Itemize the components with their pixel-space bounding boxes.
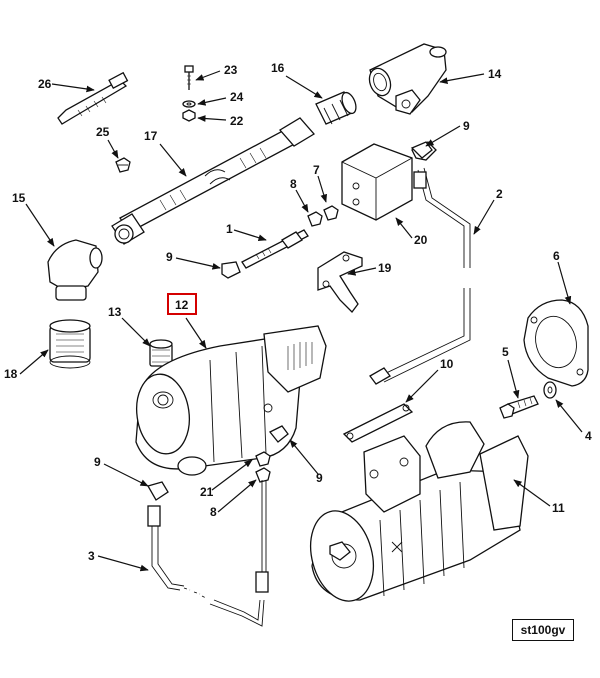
part-8-fitting-b xyxy=(255,467,271,483)
callout-labels: 26 23 16 14 24 22 25 17 9 7 8 15 2 20 1 … xyxy=(4,61,592,563)
callout-18: 18 xyxy=(4,367,18,381)
part-11-starter-motor xyxy=(310,421,529,602)
part-26-hose-fitting xyxy=(57,71,129,125)
callout-6: 6 xyxy=(553,249,560,263)
part-3-line xyxy=(147,480,269,627)
part-17-hose xyxy=(111,117,316,245)
callout-11: 11 xyxy=(552,501,565,515)
part-12-housing xyxy=(135,325,327,476)
highlight-box xyxy=(167,293,197,315)
callout-3: 3 xyxy=(88,549,95,563)
callout-14: 14 xyxy=(488,67,502,81)
part-18-coupling xyxy=(49,319,91,369)
callout-1: 1 xyxy=(226,222,233,236)
leader-lines xyxy=(19,70,583,572)
part-10-strap xyxy=(342,403,414,443)
part-21-fitting xyxy=(255,451,271,467)
callout-20: 20 xyxy=(414,233,428,247)
callout-16: 16 xyxy=(271,61,285,75)
callout-9-left: 9 xyxy=(94,455,101,469)
part-22-nut xyxy=(182,109,196,122)
part-8-fitting xyxy=(307,211,323,227)
callout-15: 15 xyxy=(12,191,26,205)
part-1-tube xyxy=(241,229,309,269)
callout-5: 5 xyxy=(502,345,509,359)
part-4-washer xyxy=(543,381,557,399)
part-14-elbow xyxy=(368,43,447,115)
part-7-fitting xyxy=(323,205,339,221)
part-23-bolt xyxy=(184,65,194,90)
callout-24: 24 xyxy=(230,90,244,104)
part-20-block xyxy=(341,143,413,221)
callout-9-top-right: 9 xyxy=(463,119,470,133)
callout-12: 12 xyxy=(175,298,189,312)
part-6-gasket xyxy=(523,299,589,387)
callout-9-center: 9 xyxy=(166,250,173,264)
callout-25: 25 xyxy=(96,125,110,139)
part-13-plug xyxy=(149,339,173,367)
part-16-fitting xyxy=(315,91,357,125)
callout-26: 26 xyxy=(38,77,52,91)
reference-code: st100gv xyxy=(512,619,574,641)
callout-21: 21 xyxy=(200,485,214,499)
callout-9-lower-center: 9 xyxy=(316,471,323,485)
callout-10: 10 xyxy=(440,357,454,371)
part-25-plug xyxy=(115,157,131,173)
callout-12-highlighted: 12 xyxy=(167,293,197,315)
part-15-elbow xyxy=(47,239,103,301)
part-9-elbow-a xyxy=(221,261,241,279)
callout-22: 22 xyxy=(230,114,244,128)
part-24-washer xyxy=(182,100,196,108)
callout-8-bottom: 8 xyxy=(210,505,217,519)
callout-8-top: 8 xyxy=(290,177,297,191)
callout-7: 7 xyxy=(313,163,320,177)
callout-19: 19 xyxy=(378,261,392,275)
part-9-elbow-c xyxy=(268,425,289,443)
part-19-bracket xyxy=(317,251,363,313)
part-5-bolt xyxy=(499,395,539,419)
callout-4: 4 xyxy=(585,429,592,443)
callout-13: 13 xyxy=(108,305,122,319)
callout-17: 17 xyxy=(144,129,158,143)
callout-23: 23 xyxy=(224,63,238,77)
callout-2: 2 xyxy=(496,187,503,201)
